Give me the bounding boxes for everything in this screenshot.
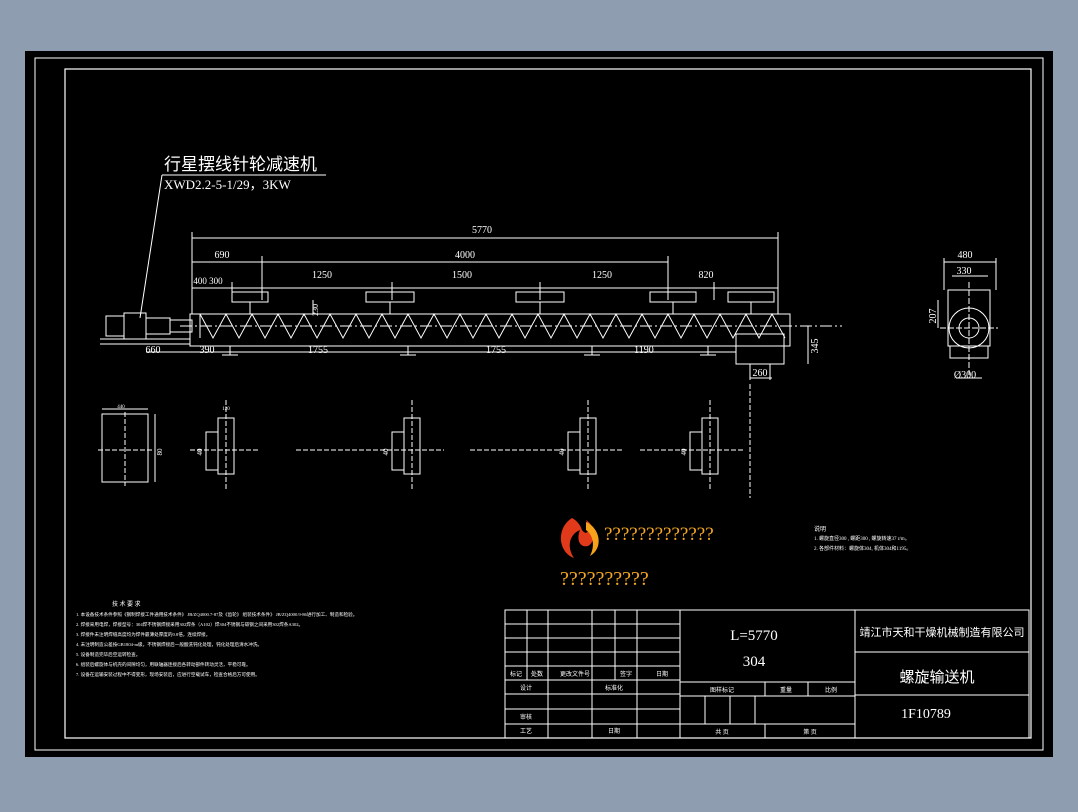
dim-80: 80 bbox=[156, 448, 164, 456]
title-block bbox=[504, 609, 1030, 739]
tb-date: 日期 bbox=[608, 727, 620, 735]
tb-rev-doc: 更改文件号 bbox=[560, 670, 590, 678]
tech-req-4: 4. 未注明制造公差按GB1804-m级，不锈钢焊接后一般酸洗钝化处理，钝化处理… bbox=[76, 641, 262, 648]
tb-design: 设计 bbox=[520, 684, 532, 692]
drawing-sheet bbox=[25, 51, 1053, 757]
dim-40d: 40 bbox=[680, 448, 688, 456]
dim-1755a: 1755 bbox=[308, 345, 328, 356]
trough-body bbox=[189, 313, 791, 347]
dim-690: 690 bbox=[215, 250, 230, 261]
dim-300: Ø300 bbox=[954, 370, 976, 381]
tb-rev-date: 日期 bbox=[656, 670, 668, 678]
tech-req-3: 3. 焊接件未注明焊缝高度均为焊件最薄处厚度的0.8倍，连续焊接。 bbox=[76, 631, 210, 638]
dim-230: 230 bbox=[311, 304, 320, 316]
dim-400-300: 400 300 bbox=[193, 276, 223, 286]
motor-model: XWD2.2-5-1/29，3KW bbox=[164, 177, 291, 192]
outer-border bbox=[34, 57, 1044, 751]
dim-4000: 4000 bbox=[455, 250, 475, 261]
dim-overall-text: 5770 bbox=[472, 225, 492, 236]
end-view bbox=[937, 258, 998, 379]
tb-rev-mark: 标记 bbox=[510, 670, 522, 678]
logo-flame-orange bbox=[586, 522, 599, 556]
dim-820: 820 bbox=[699, 270, 714, 281]
logo-text-1: ????????????? bbox=[604, 524, 714, 545]
dim-120: 120 bbox=[222, 407, 230, 412]
section-details bbox=[98, 384, 751, 498]
screw-flights bbox=[199, 312, 786, 340]
motor-title: 行星摆线针轮减速机 bbox=[164, 155, 317, 174]
tb-length: L=5770 bbox=[730, 628, 778, 644]
dim-390: 390 bbox=[200, 345, 215, 356]
leader-line bbox=[139, 174, 163, 319]
dim-1755b: 1755 bbox=[486, 345, 506, 356]
note-2: 2. 各部件材料：螺旋体304, 机体304和1195。 bbox=[814, 545, 911, 552]
tech-req-6: 6. 组装后螺旋体与机壳的间隙均匀，用联轴器连接后各转动部件转动灵活，平稳可靠。 bbox=[76, 661, 251, 668]
dim-40b: 40 bbox=[382, 448, 390, 456]
tech-req-1: 1. 本设备技术条件参照《钢制焊接工件通用技术条件》 JB/ZQ4000.7-8… bbox=[76, 611, 357, 618]
logo-flame-red bbox=[560, 518, 594, 558]
dim-345: 345 bbox=[810, 339, 821, 354]
tb-sheet-no: 第 页 bbox=[803, 728, 817, 736]
tb-material: 304 bbox=[743, 654, 766, 670]
tech-req-2: 2. 焊接采用电焊，焊接型号：304焊不锈钢焊接采用302焊条（A102）焊30… bbox=[76, 621, 303, 628]
tb-process: 工艺 bbox=[520, 727, 532, 735]
dim-40c: 40 bbox=[558, 448, 566, 456]
tb-stage-mark: 图样标记 bbox=[710, 686, 734, 694]
company-logo bbox=[560, 518, 599, 558]
dim-1190: 1190 bbox=[634, 345, 654, 356]
dim-40a: 40 bbox=[196, 448, 204, 456]
screw-flight-path bbox=[199, 312, 786, 340]
dim-207: 207 bbox=[928, 309, 939, 324]
tb-standardize: 标准化 bbox=[605, 684, 623, 692]
tb-weight: 重量 bbox=[780, 686, 792, 694]
notes-title: 说明 bbox=[814, 525, 826, 533]
end-view-base bbox=[949, 345, 989, 359]
outlet bbox=[735, 333, 785, 365]
tb-scale: 比例 bbox=[825, 686, 837, 694]
tb-rev-sign: 签字 bbox=[620, 670, 632, 678]
dim-1500: 1500 bbox=[452, 270, 472, 281]
elevation-view bbox=[100, 174, 842, 380]
tb-product: 螺旋输送机 bbox=[899, 669, 974, 686]
dim-330: 330 bbox=[957, 266, 972, 277]
tb-review: 审核 bbox=[520, 713, 532, 721]
dim-1250a: 1250 bbox=[312, 270, 332, 281]
tb-rev-count: 处数 bbox=[531, 670, 543, 678]
tech-req-7: 7. 设备在运输安装过程中不得变形，现场安装后，应进行空载试车，检查合格后方可使… bbox=[76, 671, 260, 678]
dim-440: 440 bbox=[117, 405, 125, 410]
dim-1250b: 1250 bbox=[592, 270, 612, 281]
tb-company: 靖江市天和干燥机械制造有限公司 bbox=[860, 625, 1025, 639]
logo-text-2: ?????????? bbox=[560, 568, 649, 590]
dim-660: 660 bbox=[146, 345, 161, 356]
note-1: 1. 螺旋直径300 , 螺距300 , 螺旋转速37 r/m。 bbox=[814, 535, 910, 542]
tech-title: 技 术 要 求 bbox=[112, 600, 141, 608]
tech-req-5: 5. 设备制造完毕后空运转检查。 bbox=[76, 651, 140, 658]
tb-drawing-no: 1F10789 bbox=[901, 707, 951, 722]
dim-260: 260 bbox=[753, 368, 768, 379]
dim-480: 480 bbox=[958, 250, 973, 261]
tb-sheet-total: 共 页 bbox=[715, 728, 729, 736]
